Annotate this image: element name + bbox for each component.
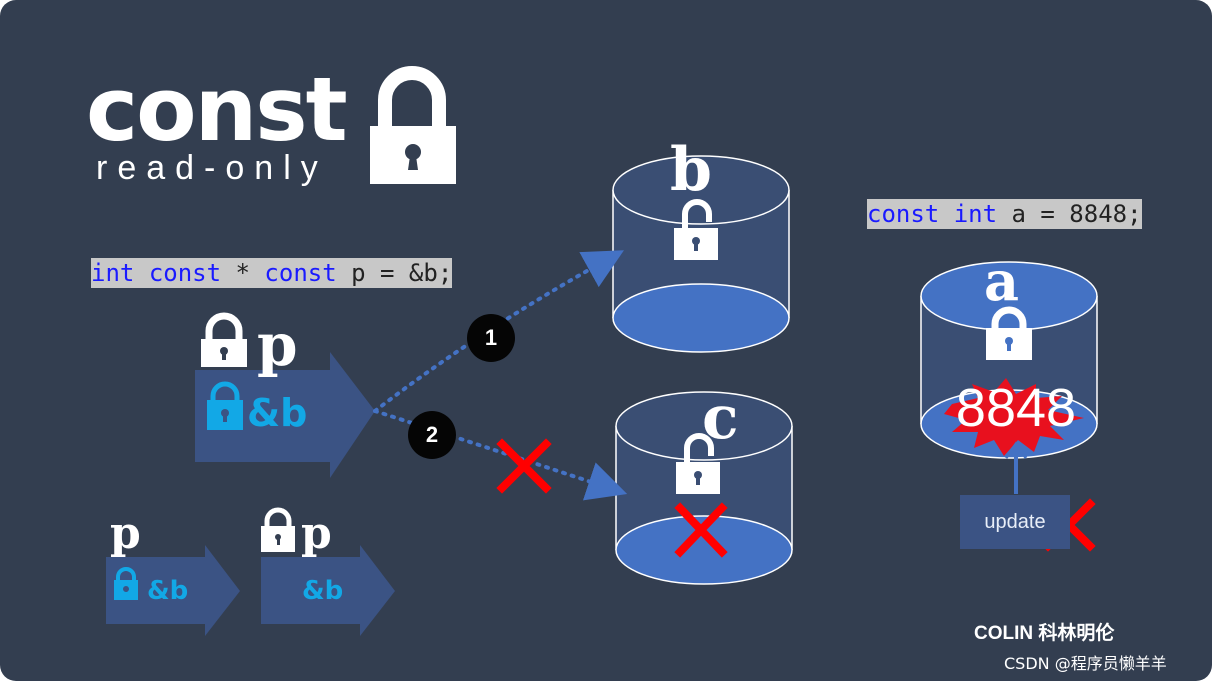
const-a-code-line: const int a = 8848; xyxy=(867,199,1142,229)
variable-b-cylinder xyxy=(612,155,790,353)
code-kw-const: const xyxy=(867,200,940,228)
pointer-p-arrow xyxy=(195,352,375,478)
code-kw-int-a: int xyxy=(953,200,998,228)
small-p-label-2: p xyxy=(301,508,332,559)
pointer-code-line: int const * const p = &b; xyxy=(91,258,453,288)
code-star: * xyxy=(221,259,265,287)
code-rest: p = &b; xyxy=(336,259,453,287)
p-lock-icon xyxy=(201,312,247,367)
brand-logo: COLIN 科林明伦 xyxy=(974,623,1115,644)
c-unlock-icon xyxy=(676,433,720,494)
small-b-lock-icon xyxy=(114,567,138,600)
pointer-p-label: p xyxy=(257,311,298,379)
pointer-p-arrow-small-1 xyxy=(106,545,240,636)
small-b-label-2: &b xyxy=(302,576,344,606)
burst-icon xyxy=(944,378,1084,456)
small-p-label-1: p xyxy=(110,508,141,559)
b-lock-icon xyxy=(207,381,243,430)
redirect-cross-icon xyxy=(496,438,552,494)
code-kw-int: int xyxy=(91,259,135,287)
b-unlock-icon xyxy=(674,199,718,260)
code-rest-a: a = 8848; xyxy=(997,200,1142,228)
watermark: CSDN @程序员懒羊羊 xyxy=(1004,654,1167,673)
a-lock-icon xyxy=(986,306,1032,360)
variable-a-value: 8848 xyxy=(955,378,1077,438)
pointer-p-arrow-small-2 xyxy=(261,545,395,636)
step-1-badge: 1 xyxy=(467,314,515,362)
code-kw-const-1: const xyxy=(148,259,222,287)
c-write-cross-icon xyxy=(674,502,728,558)
variable-b-label: b xyxy=(670,135,712,205)
page-title: const xyxy=(86,58,348,161)
variable-a-label: a xyxy=(984,249,1019,313)
code-kw-const-2: const xyxy=(264,259,337,287)
variable-c-label: c xyxy=(702,383,739,453)
update-box: update xyxy=(960,495,1070,549)
pointer-target-label: &b xyxy=(247,391,308,435)
small-p-lock-icon xyxy=(261,507,295,552)
page-subtitle: read-only xyxy=(96,149,328,187)
update-arrow-icon xyxy=(1004,441,1028,494)
title-lock-icon xyxy=(370,66,456,184)
step-2-badge: 2 xyxy=(408,411,456,459)
small-b-label-1: &b xyxy=(147,576,189,606)
dotted-arrow-to-c xyxy=(373,409,628,501)
